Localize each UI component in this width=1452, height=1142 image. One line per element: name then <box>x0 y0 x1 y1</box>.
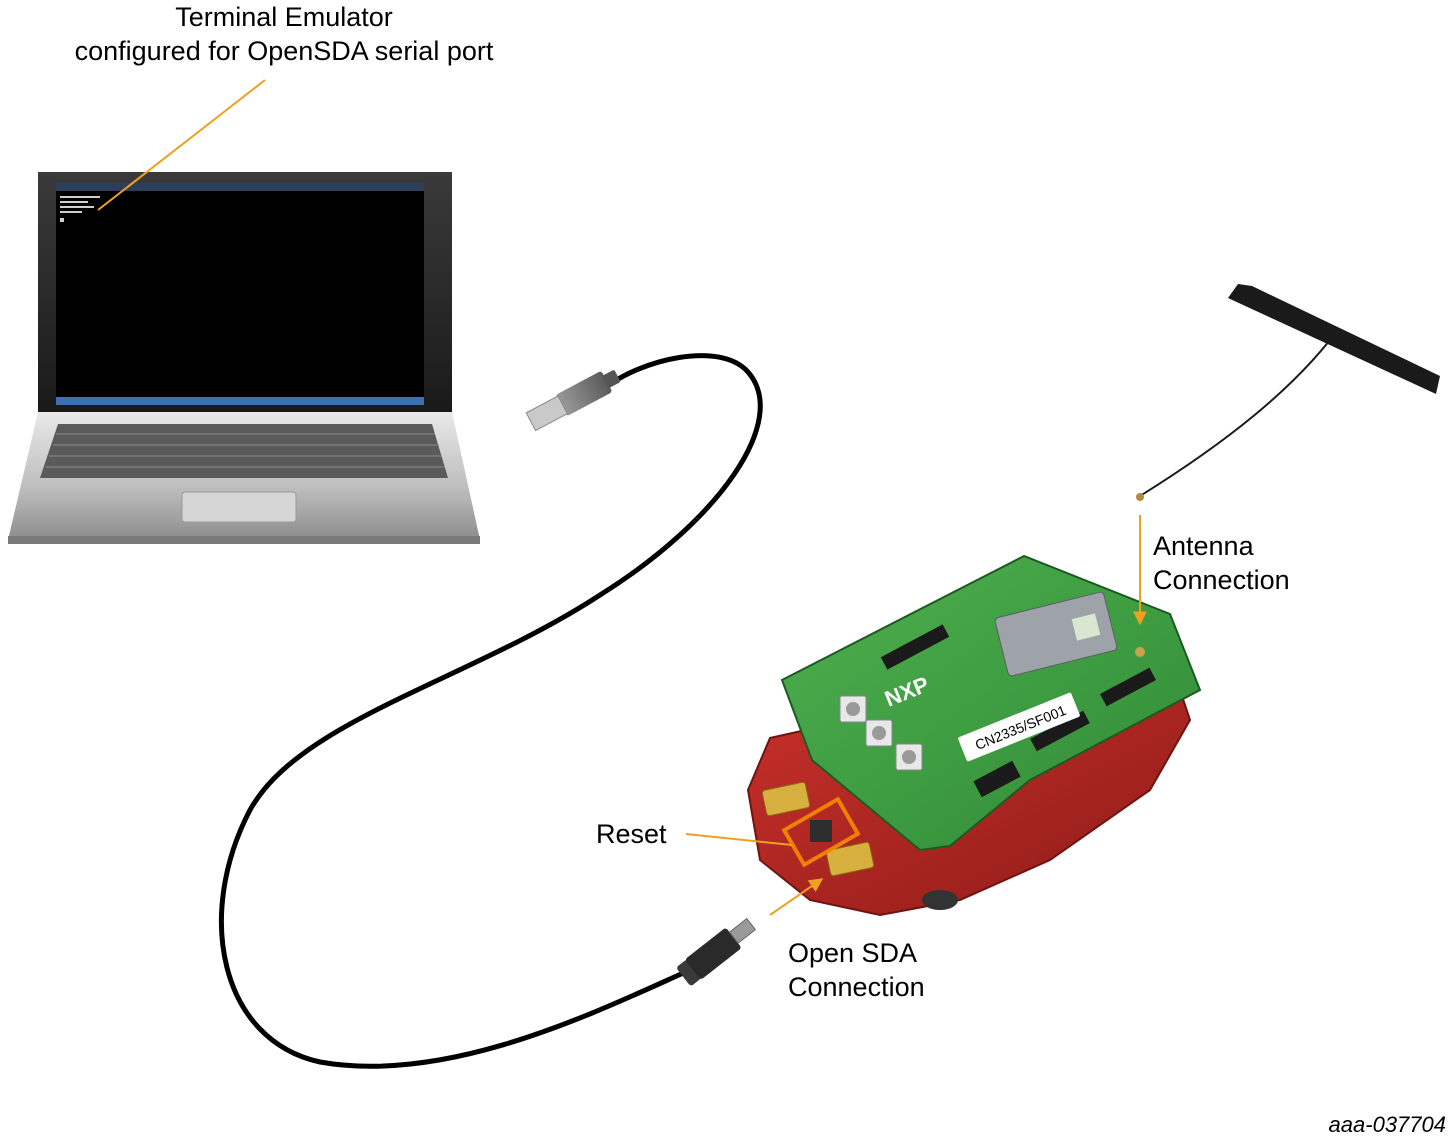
antenna-label-line2: Connection <box>1153 565 1290 595</box>
antenna-port <box>1135 647 1145 657</box>
terminal-callout-line <box>97 79 266 211</box>
usb-cable <box>219 353 763 1069</box>
figure-id: aaa-037704 <box>1328 1112 1446 1137</box>
board-sticker <box>958 692 1080 762</box>
opensda-label-line1: Open SDA <box>788 938 918 968</box>
header-pins <box>880 624 1157 798</box>
laptop-front-edge <box>8 536 480 544</box>
antenna <box>1136 284 1440 501</box>
opensda-label-line2: Connection <box>788 972 925 1002</box>
antenna-connection-label: Antenna Connection <box>1153 529 1290 597</box>
terminal-title-bar <box>56 183 424 191</box>
reset-label: Reset <box>596 819 667 849</box>
usb-port-upper <box>761 781 811 817</box>
laptop-screen <box>56 183 424 405</box>
base-board-shadow <box>922 890 958 910</box>
shield-buttons-caps <box>846 702 916 764</box>
dev-board-stack: NXP CN2335/SF001 <box>746 554 1202 917</box>
laptop-touchpad <box>181 491 297 523</box>
taskbar <box>56 397 424 405</box>
laptop-keyboard <box>40 424 448 478</box>
reset-callout-line <box>685 833 793 846</box>
radio-module <box>994 591 1118 677</box>
antenna-label-line1: Antenna <box>1153 531 1254 561</box>
terminal-label-line1: Terminal Emulator <box>175 2 393 32</box>
opensda-callout-arrow <box>769 878 824 916</box>
keyboard-keys <box>45 433 445 468</box>
terminal-text-lines <box>60 196 100 222</box>
terminal-label-line2: configured for OpenSDA serial port <box>74 36 494 66</box>
usb-a-plug <box>525 370 621 432</box>
module-label <box>1071 613 1101 641</box>
usb-port-opensda <box>825 841 875 877</box>
mini-usb-plug <box>677 917 757 986</box>
opensda-connection-label: Open SDA Connection <box>788 936 925 1004</box>
reset-button <box>810 820 832 842</box>
antenna-wire <box>1139 339 1331 497</box>
antenna-strip <box>1228 284 1440 394</box>
terminal-emulator-label: Terminal Emulator configured for OpenSDA… <box>40 0 528 68</box>
laptop <box>8 172 480 544</box>
reset-highlight <box>781 796 861 868</box>
antenna-ufl-connector <box>1136 493 1144 501</box>
